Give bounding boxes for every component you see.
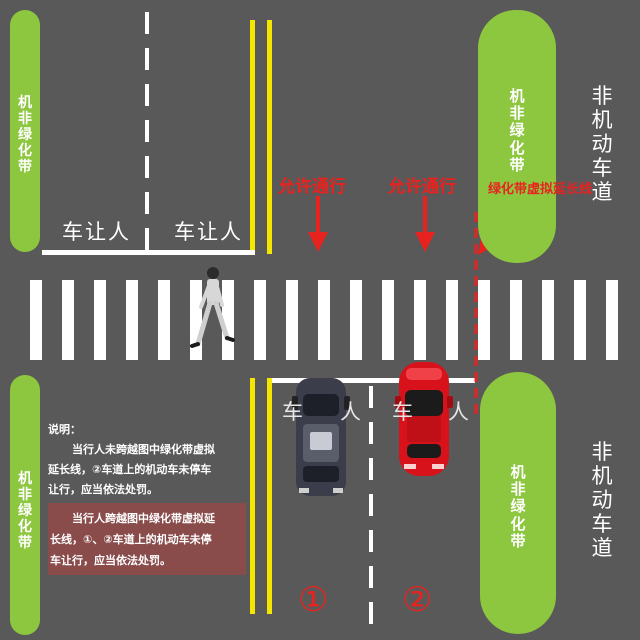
car-icon [395, 362, 453, 476]
arrow-down-icon [415, 196, 435, 252]
stop-line-lower [270, 378, 475, 383]
yield-marking-left: 车让人 [62, 220, 131, 244]
green-belt-label: 机 非 绿 化 带 [18, 94, 32, 176]
yellow-line-upper-1 [250, 20, 255, 254]
yield-marking-partial: 车 [282, 400, 305, 424]
note-line: 延长线，②车道上的机动车未停车 [48, 463, 212, 476]
yellow-line-lower-2 [267, 378, 272, 614]
green-belt-label: 机 非 绿 化 带 [510, 462, 526, 550]
yield-marking-partial: 人 [340, 400, 363, 424]
note-line: 当行人未跨越图中绿化带虚拟 [72, 443, 215, 456]
stop-line-upper [42, 250, 255, 255]
virtual-extension-label: 绿化带虚拟延长线 [488, 182, 593, 197]
yield-marking-partial: 车 [392, 400, 415, 424]
pedestrian-icon [190, 267, 235, 348]
note-line: 让行，应当依法处罚。 [48, 483, 158, 496]
yellow-line-lower-1 [250, 378, 255, 614]
allow-passage-label-1: 允许通行 [278, 177, 346, 197]
green-belt-lower-left [10, 375, 40, 635]
arrow-down-icon [308, 196, 328, 252]
yellow-line-upper-2 [267, 20, 272, 254]
non-motor-lane-label-upper: 非 机 动 车 道 [591, 83, 613, 205]
yield-marking-right: 车让人 [174, 220, 243, 244]
lane-number-2: ② [402, 580, 433, 620]
car-icon [292, 378, 350, 496]
notes-title: 说明： [48, 423, 81, 436]
note-highlight-box: 当行人跨越图中绿化带虚拟延 长线，①、②车道上的机动车未停 车让行，应当依法处罚… [48, 503, 246, 575]
green-belt-upper-left [10, 10, 40, 252]
note-line: 当行人跨越图中绿化带虚拟延 [72, 512, 215, 525]
green-belt-label: 机 非 绿 化 带 [18, 470, 32, 552]
zebra-crosswalk [30, 280, 618, 360]
green-belt-upper-right [478, 10, 556, 263]
green-belt-lower-right [480, 372, 556, 634]
lane-number-1: ① [298, 580, 329, 620]
note-line: 长线，①、②车道上的机动车未停 [50, 533, 212, 546]
note-line: 车让行，应当依法处罚。 [50, 554, 171, 567]
non-motor-lane-label-lower: 非 机 动 车 道 [591, 439, 613, 561]
allow-passage-label-2: 允许通行 [388, 177, 456, 197]
yield-marking-partial: 人 [448, 400, 471, 424]
explanation-notes: 说明： 当行人未跨越图中绿化带虚拟 延长线，②车道上的机动车未停车 让行，应当依… [48, 420, 244, 500]
green-belt-label: 机 非 绿 化 带 [509, 86, 525, 174]
